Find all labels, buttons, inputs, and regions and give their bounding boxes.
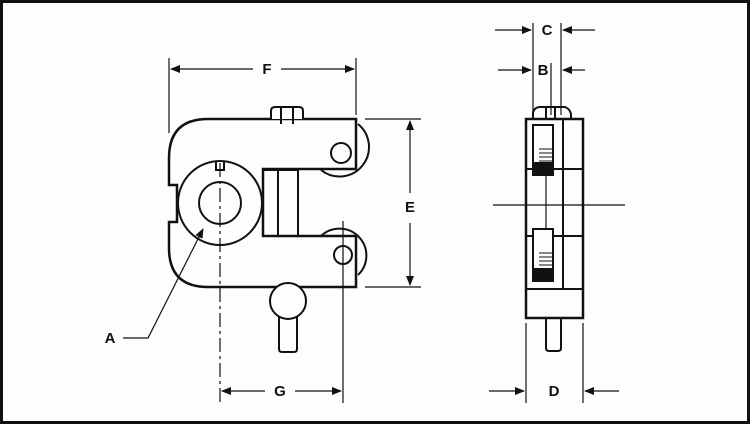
clamp-body [167, 117, 358, 289]
upper-pin [330, 142, 352, 164]
dim-label-b: B [538, 62, 549, 79]
clamp-drawing: F E G A C B D [105, 22, 625, 403]
center-block [262, 169, 299, 237]
lower-roller [320, 227, 368, 276]
upper-roller [320, 123, 371, 178]
front-view [123, 58, 421, 403]
screw-shaft [278, 317, 298, 353]
dim-label-g: G [274, 383, 286, 400]
dim-label-d: D [549, 383, 560, 400]
dim-label-c: C [542, 22, 553, 39]
hex-nut [270, 106, 304, 119]
dim-label-f: F [262, 61, 271, 78]
side-view [489, 23, 625, 403]
side-shaft [545, 318, 562, 352]
ball-knob [269, 282, 307, 320]
dim-label-a: A [105, 330, 116, 347]
dim-label-e: E [405, 199, 415, 216]
side-nut [532, 106, 572, 119]
